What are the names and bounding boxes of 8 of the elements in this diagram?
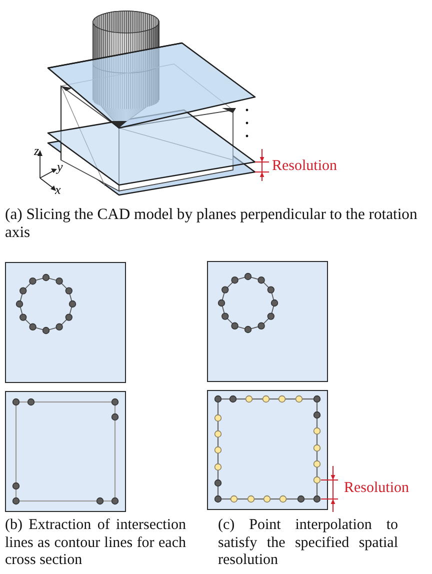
axis-label: x [55,182,61,198]
axis-label: z [34,143,40,159]
subfigure-caption: (a) Slicing the CAD model by planes perpendicular to the rotation axis [5,206,418,242]
subfigure-caption: (c) Point interpolation to satisfy the specified spatial resolution [218,517,398,570]
subfigure-caption: (b) Extraction of intersection lines as contour lines for each cross section [5,517,186,570]
dimension-label: Resolution [272,157,338,175]
dimension-label: Resolution [344,479,410,497]
axis-label: y [57,159,63,175]
